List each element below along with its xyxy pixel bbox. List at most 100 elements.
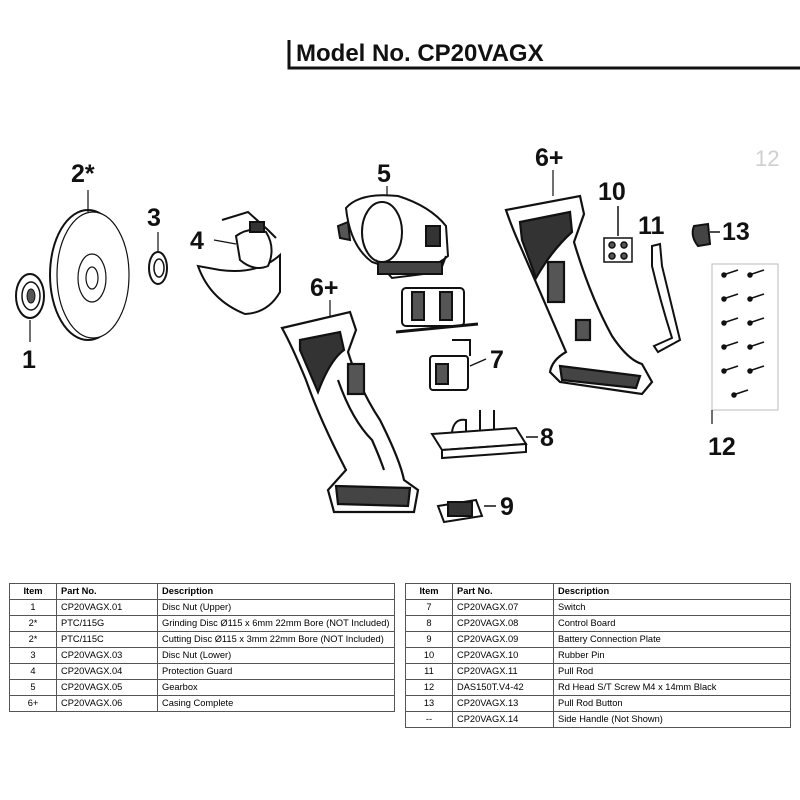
cell-part-no: DAS150T.V4-42 (452, 678, 554, 696)
callout-2: 2* (71, 160, 95, 188)
cell-description: Rubber Pin (553, 646, 791, 664)
cell-part-no: CP20VAGX.11 (452, 662, 554, 680)
part-6-casing-center (280, 310, 420, 514)
cell-part-no: PTC/115G (56, 614, 158, 632)
cell-item: -- (405, 710, 453, 728)
cell-part-no: PTC/115C (56, 630, 158, 648)
cell-item: 13 (405, 694, 453, 712)
cell-part-no: CP20VAGX.07 (452, 599, 554, 616)
callout-6-center: 6+ (310, 274, 339, 302)
cell-description: Side Handle (Not Shown) (553, 710, 791, 728)
cell-description: Gearbox (157, 678, 395, 696)
cell-item: 9 (405, 630, 453, 648)
cell-part-no: CP20VAGX.13 (452, 694, 554, 712)
cell-description: Pull Rod (553, 662, 791, 680)
callout-6-right: 6+ (535, 144, 564, 172)
callout-11: 11 (638, 212, 665, 240)
cell-item: 7 (405, 599, 453, 616)
callout-3: 3 (147, 204, 161, 232)
cell-description: Cutting Disc Ø115 x 3mm 22mm Bore (NOT I… (157, 630, 395, 648)
cell-description: Grinding Disc Ø115 x 6mm 22mm Bore (NOT … (157, 614, 395, 632)
table-header-row: Item Part No. Description (9, 583, 395, 600)
part-2-disc (49, 209, 130, 341)
cell-part-no: CP20VAGX.05 (56, 678, 158, 696)
part-3-disc-nut-lower (148, 251, 168, 285)
cell-part-no: CP20VAGX.01 (56, 599, 158, 616)
header-description: Description (553, 583, 791, 600)
part-11-pull-rod (651, 242, 682, 354)
table-header-row: Item Part No. Description (405, 583, 791, 600)
part-5-gearbox (336, 194, 450, 280)
cell-item: 2* (9, 614, 57, 632)
cell-part-no: CP20VAGX.03 (56, 646, 158, 664)
callout-1: 1 (22, 346, 36, 374)
header-description: Description (157, 583, 395, 600)
cell-description: Pull Rod Button (553, 694, 791, 712)
exploded-parts-diagram: Model No. CP20VAGX 12 (15, 40, 800, 524)
header-part-no: Part No. (56, 583, 158, 600)
part-12-screws (711, 263, 779, 411)
cell-item: 6+ (9, 694, 57, 712)
part-7-switch (429, 339, 487, 391)
cell-part-no: CP20VAGX.06 (56, 694, 158, 712)
cell-item: 10 (405, 646, 453, 664)
part-4-protection-guard (196, 210, 281, 316)
cell-description: Control Board (553, 614, 791, 632)
part-6-casing-right (504, 194, 654, 396)
cell-description: Switch (553, 599, 791, 616)
cell-description: Rd Head S/T Screw M4 x 14mm Black (553, 678, 791, 696)
cell-description: Disc Nut (Upper) (157, 599, 395, 616)
cell-description: Casing Complete (157, 694, 395, 712)
part-10-rubber-pins (603, 206, 633, 263)
cell-part-no: CP20VAGX.04 (56, 662, 158, 680)
cell-part-no: CP20VAGX.10 (452, 646, 554, 664)
part-9-battery-connection-plate (436, 498, 496, 524)
cell-item: 11 (405, 662, 453, 680)
leader-lines (29, 170, 713, 424)
header-item: Item (405, 583, 453, 600)
cell-item: 3 (9, 646, 57, 664)
model-header: Model No. CP20VAGX (287, 40, 800, 70)
callout-4: 4 (190, 227, 204, 255)
callout-9: 9 (500, 493, 514, 521)
cell-item: 8 (405, 614, 453, 632)
callout-12: 12 (708, 433, 736, 461)
cell-description: Disc Nut (Lower) (157, 646, 395, 664)
cell-item: 5 (9, 678, 57, 696)
callout-13: 13 (722, 218, 750, 246)
model-number-title: Model No. CP20VAGX (296, 40, 544, 67)
cell-description: Battery Connection Plate (553, 630, 791, 648)
faint-ghost-label: 12 (755, 146, 779, 171)
cell-part-no: CP20VAGX.14 (452, 710, 554, 728)
cell-part-no: CP20VAGX.08 (452, 614, 554, 632)
cell-item: 1 (9, 599, 57, 616)
motor (395, 287, 479, 334)
part-1-disc-nut-upper (15, 273, 45, 319)
part-8-control-board (430, 410, 538, 460)
cell-description: Protection Guard (157, 662, 395, 680)
callout-5: 5 (377, 160, 391, 188)
header-part-no: Part No. (452, 583, 554, 600)
callout-10: 10 (598, 178, 626, 206)
callout-8: 8 (540, 424, 554, 452)
header-item: Item (9, 583, 57, 600)
cell-item: 2* (9, 630, 57, 648)
cell-item: 4 (9, 662, 57, 680)
callout-7: 7 (490, 346, 504, 374)
